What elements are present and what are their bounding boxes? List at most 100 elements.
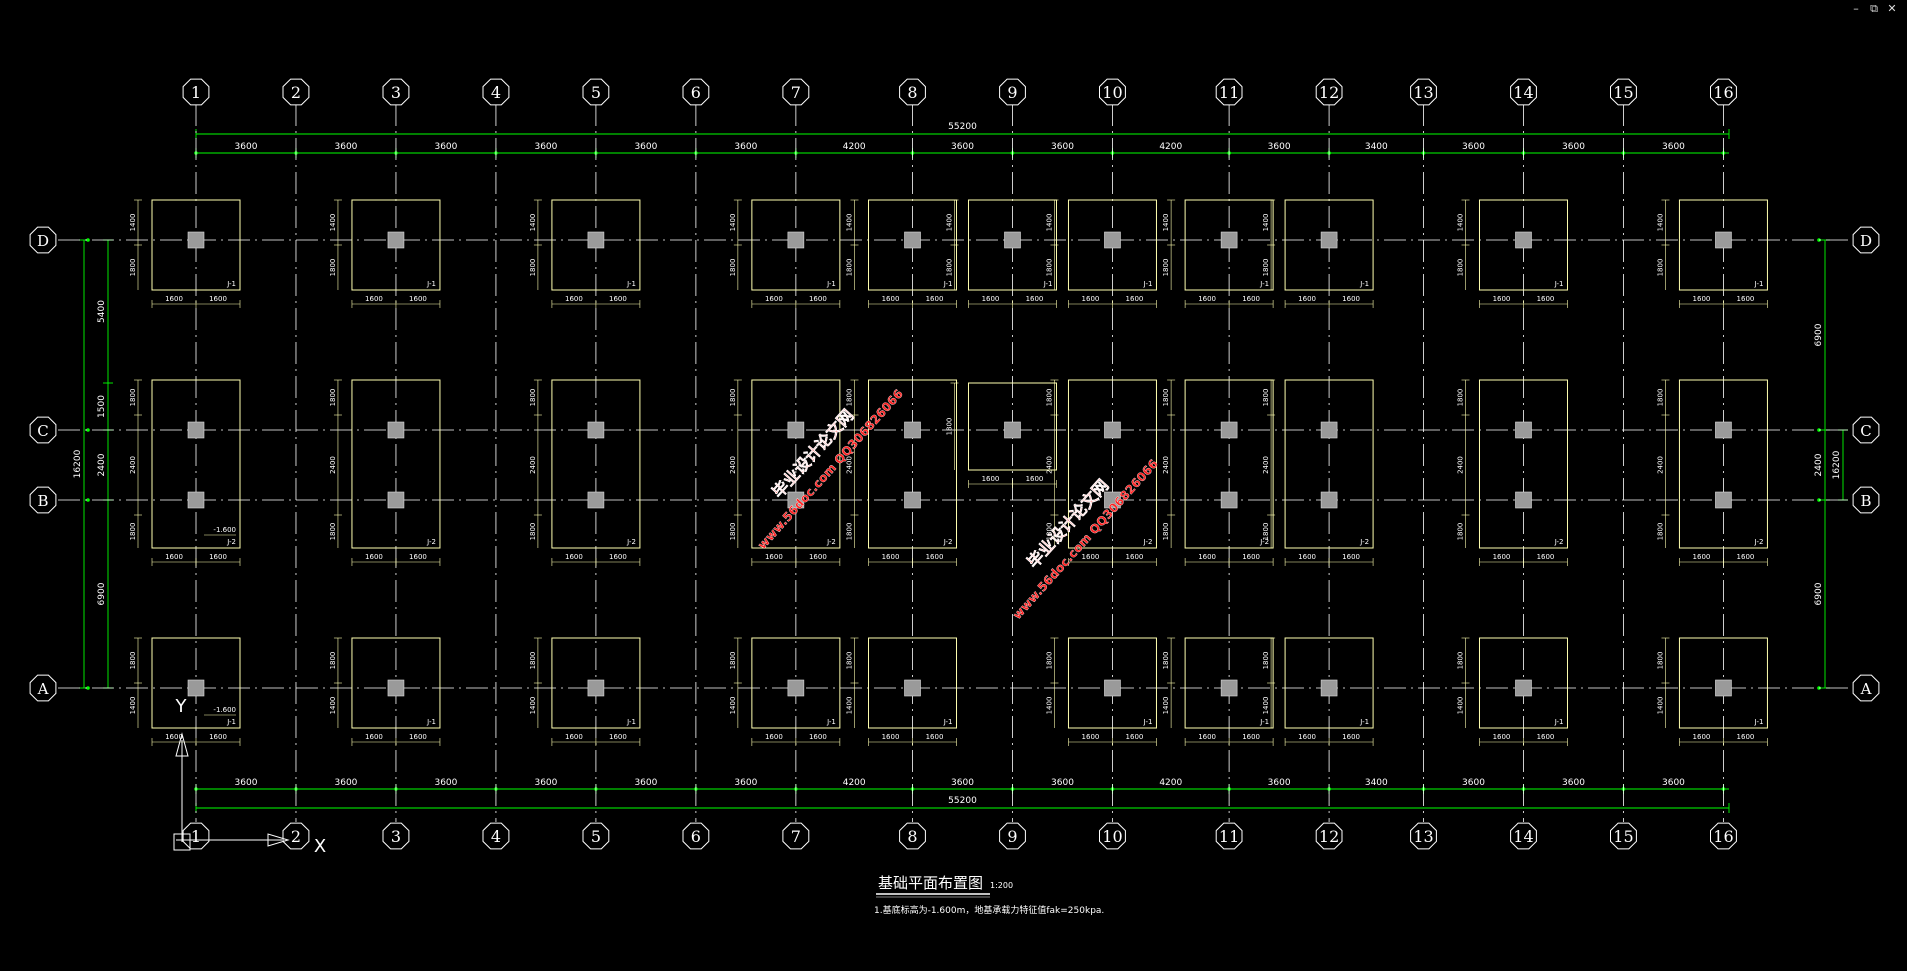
ucs-y-label: Y — [175, 696, 188, 717]
axis-bubble-14 — [1510, 822, 1537, 850]
footing-width-label: 1600 — [365, 733, 383, 741]
column-block — [1715, 679, 1732, 697]
footing-tag: -1.600 — [213, 526, 236, 534]
footing-depth-label: 1800 — [1656, 259, 1664, 277]
restore-icon[interactable]: ⧉ — [1870, 2, 1878, 15]
footing-outline — [551, 379, 641, 549]
footing-width-label: 1600 — [1082, 553, 1100, 561]
footing-depth-label: 1400 — [1262, 214, 1270, 232]
top-spacing-dim-label: 3600 — [634, 142, 657, 152]
axis-bubble-label: 12 — [1319, 827, 1339, 846]
footing-depth-label: 2400 — [1162, 456, 1170, 474]
axis-bubble-11 — [1215, 822, 1243, 850]
footing-tag: J-2 — [1143, 538, 1153, 546]
footing-depth-label: 1800 — [129, 389, 137, 407]
footing-depth-label: 1800 — [1045, 652, 1053, 670]
axis-bubble-label: 12 — [1319, 83, 1339, 102]
drawing-title: 基础平面布置图 — [878, 874, 983, 892]
footing-depth-label: 1800 — [729, 389, 737, 407]
footing-width-label: 1600 — [765, 553, 783, 561]
axis-bubble-4 — [482, 78, 510, 106]
design-note: 1.基底标高为-1.600m，地基承载力特征值fak=250kpa. — [874, 904, 1104, 916]
close-icon[interactable]: ✕ — [1887, 2, 1897, 15]
footing-outline — [1678, 379, 1768, 549]
axis-bubble-label: 2 — [291, 83, 301, 102]
bottom-spacing-dim-label: 3600 — [1462, 778, 1485, 788]
footing-width-label: 1600 — [165, 733, 183, 741]
column-block — [1104, 491, 1121, 509]
footing-depth-label: 1800 — [1262, 389, 1270, 407]
axis-bubble-label: C — [37, 422, 48, 440]
footing-width-label: 1600 — [809, 553, 827, 561]
footing-tag: J-1 — [826, 280, 836, 288]
footing-depth-label: 1400 — [1456, 697, 1464, 715]
footing-tag: J-2 — [226, 538, 236, 546]
ucs-icon: YX — [173, 696, 326, 857]
left-row-dim-label: 6900 — [97, 582, 107, 605]
footing-outline — [967, 382, 1057, 471]
axis-bubble-label: 15 — [1613, 827, 1633, 846]
ucs-x-label: X — [314, 836, 326, 857]
footing-depth-label: 1800 — [1262, 259, 1270, 277]
axis-bubble-13 — [1410, 78, 1437, 106]
top-spacing-dim-label: 3400 — [1365, 142, 1388, 152]
footing-width-label: 1600 — [1198, 733, 1216, 741]
footing-width-label: 1600 — [882, 295, 900, 303]
column-block — [1220, 491, 1238, 509]
footing-width-label: 1600 — [409, 733, 427, 741]
footing-tag: J-2 — [1259, 538, 1269, 546]
footing-outline — [751, 637, 841, 729]
footing-width-label: 1600 — [982, 295, 1000, 303]
column-block — [1715, 231, 1732, 249]
footing-width-label: 1600 — [1126, 733, 1144, 741]
footing-tag: J-1 — [943, 718, 953, 726]
left-row-dim-label: 5400 — [97, 300, 107, 323]
footing-depth-label: 1800 — [129, 523, 137, 541]
footing-width-label: 1600 — [565, 733, 583, 741]
axis-bubble-label: 9 — [1007, 83, 1017, 102]
footing-width-label: 1600 — [1537, 295, 1555, 303]
bottom-spacing-dim-label: 3600 — [434, 778, 457, 788]
footing-width-label: 1600 — [609, 553, 627, 561]
axis-bubble-6 — [682, 78, 710, 106]
bottom-spacing-dim-label: 3600 — [1268, 778, 1291, 788]
footing-tag: J-2 — [1554, 538, 1564, 546]
footing-width-label: 1600 — [882, 553, 900, 561]
axis-grid-layer — [58, 104, 1849, 822]
axis-bubble-label: 7 — [791, 83, 801, 102]
footing-depth-label: 1800 — [1656, 389, 1664, 407]
axis-bubble-label: 8 — [907, 83, 917, 102]
footing-depth-label: 1800 — [846, 523, 854, 541]
footing-tag: J-1 — [426, 718, 436, 726]
footing-width-label: 1600 — [609, 295, 627, 303]
footing-width-label: 1600 — [209, 733, 227, 741]
axis-bubble-16 — [1710, 78, 1737, 106]
ucs-x-arrow — [267, 833, 290, 847]
footing-depth-label: 1800 — [846, 652, 854, 670]
footing-width-label: 1600 — [1693, 553, 1711, 561]
axis-bubble-7 — [782, 78, 810, 106]
footing-tag: J-1 — [1554, 718, 1564, 726]
top-spacing-dim-label: 3600 — [434, 142, 457, 152]
axis-bubble-4 — [482, 822, 510, 850]
axis-bubble-label: 4 — [491, 827, 501, 846]
column-block — [904, 231, 921, 249]
axis-bubble-label: 5 — [591, 827, 601, 846]
minimize-icon[interactable]: – — [1853, 2, 1859, 15]
footing-outline — [1067, 199, 1157, 291]
axis-bubble-label: 14 — [1513, 827, 1533, 846]
column-block — [387, 231, 405, 249]
footing-depth-label: 1400 — [1656, 214, 1664, 232]
footing-width-label: 1600 — [1198, 295, 1216, 303]
column-block — [187, 491, 205, 509]
footing-width-label: 1600 — [1126, 553, 1144, 561]
column-block — [587, 491, 605, 509]
footing-depth-label: 2400 — [1045, 456, 1053, 474]
column-block — [387, 491, 405, 509]
footing-depth-label: 1400 — [529, 214, 537, 232]
footing-width-label: 1600 — [1298, 295, 1316, 303]
axis-bubble-A — [1852, 674, 1880, 702]
footing-tag: -1.600 — [213, 706, 236, 714]
